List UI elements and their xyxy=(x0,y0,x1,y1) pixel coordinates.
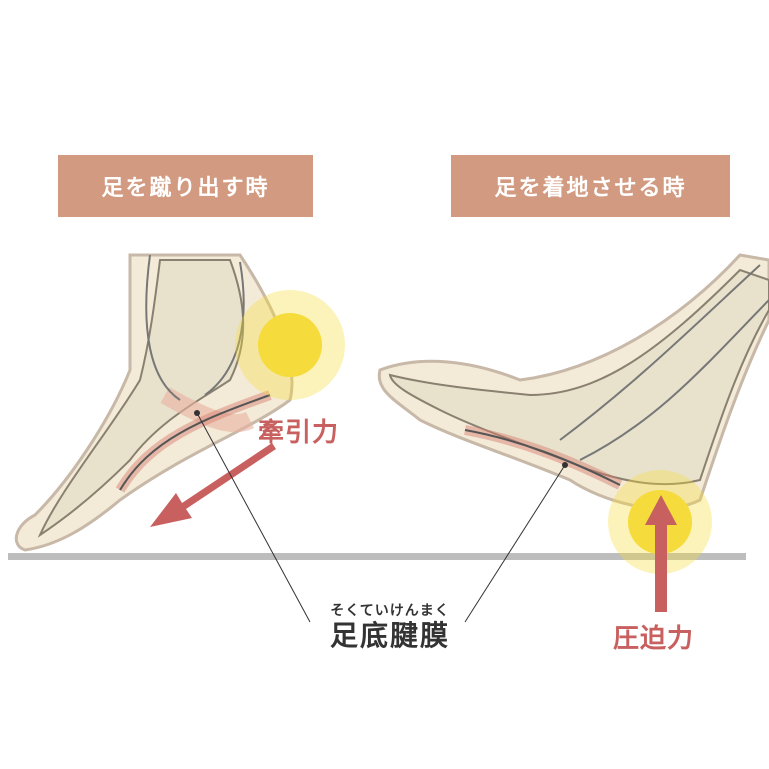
title-landing: 足を着地させる時 xyxy=(451,155,730,217)
pressure-arrow xyxy=(645,495,677,612)
burst-left xyxy=(235,290,345,400)
pressure-label: 圧迫力 xyxy=(613,624,695,654)
title-push-off: 足を蹴り出す時 xyxy=(58,155,313,217)
leader-line-left xyxy=(196,412,311,623)
traction-arrow xyxy=(150,443,276,527)
leader-line-right xyxy=(464,464,566,623)
plantar-fascia-label: そくていけんまく 足底腱膜 xyxy=(310,600,470,652)
right-foot xyxy=(377,253,769,510)
left-foot xyxy=(14,253,294,552)
term-main: 足底腱膜 xyxy=(329,619,450,652)
ground-line xyxy=(8,553,746,560)
traction-label: 牽引力 xyxy=(258,418,340,448)
term-ruby: そくていけんまく xyxy=(330,603,450,619)
